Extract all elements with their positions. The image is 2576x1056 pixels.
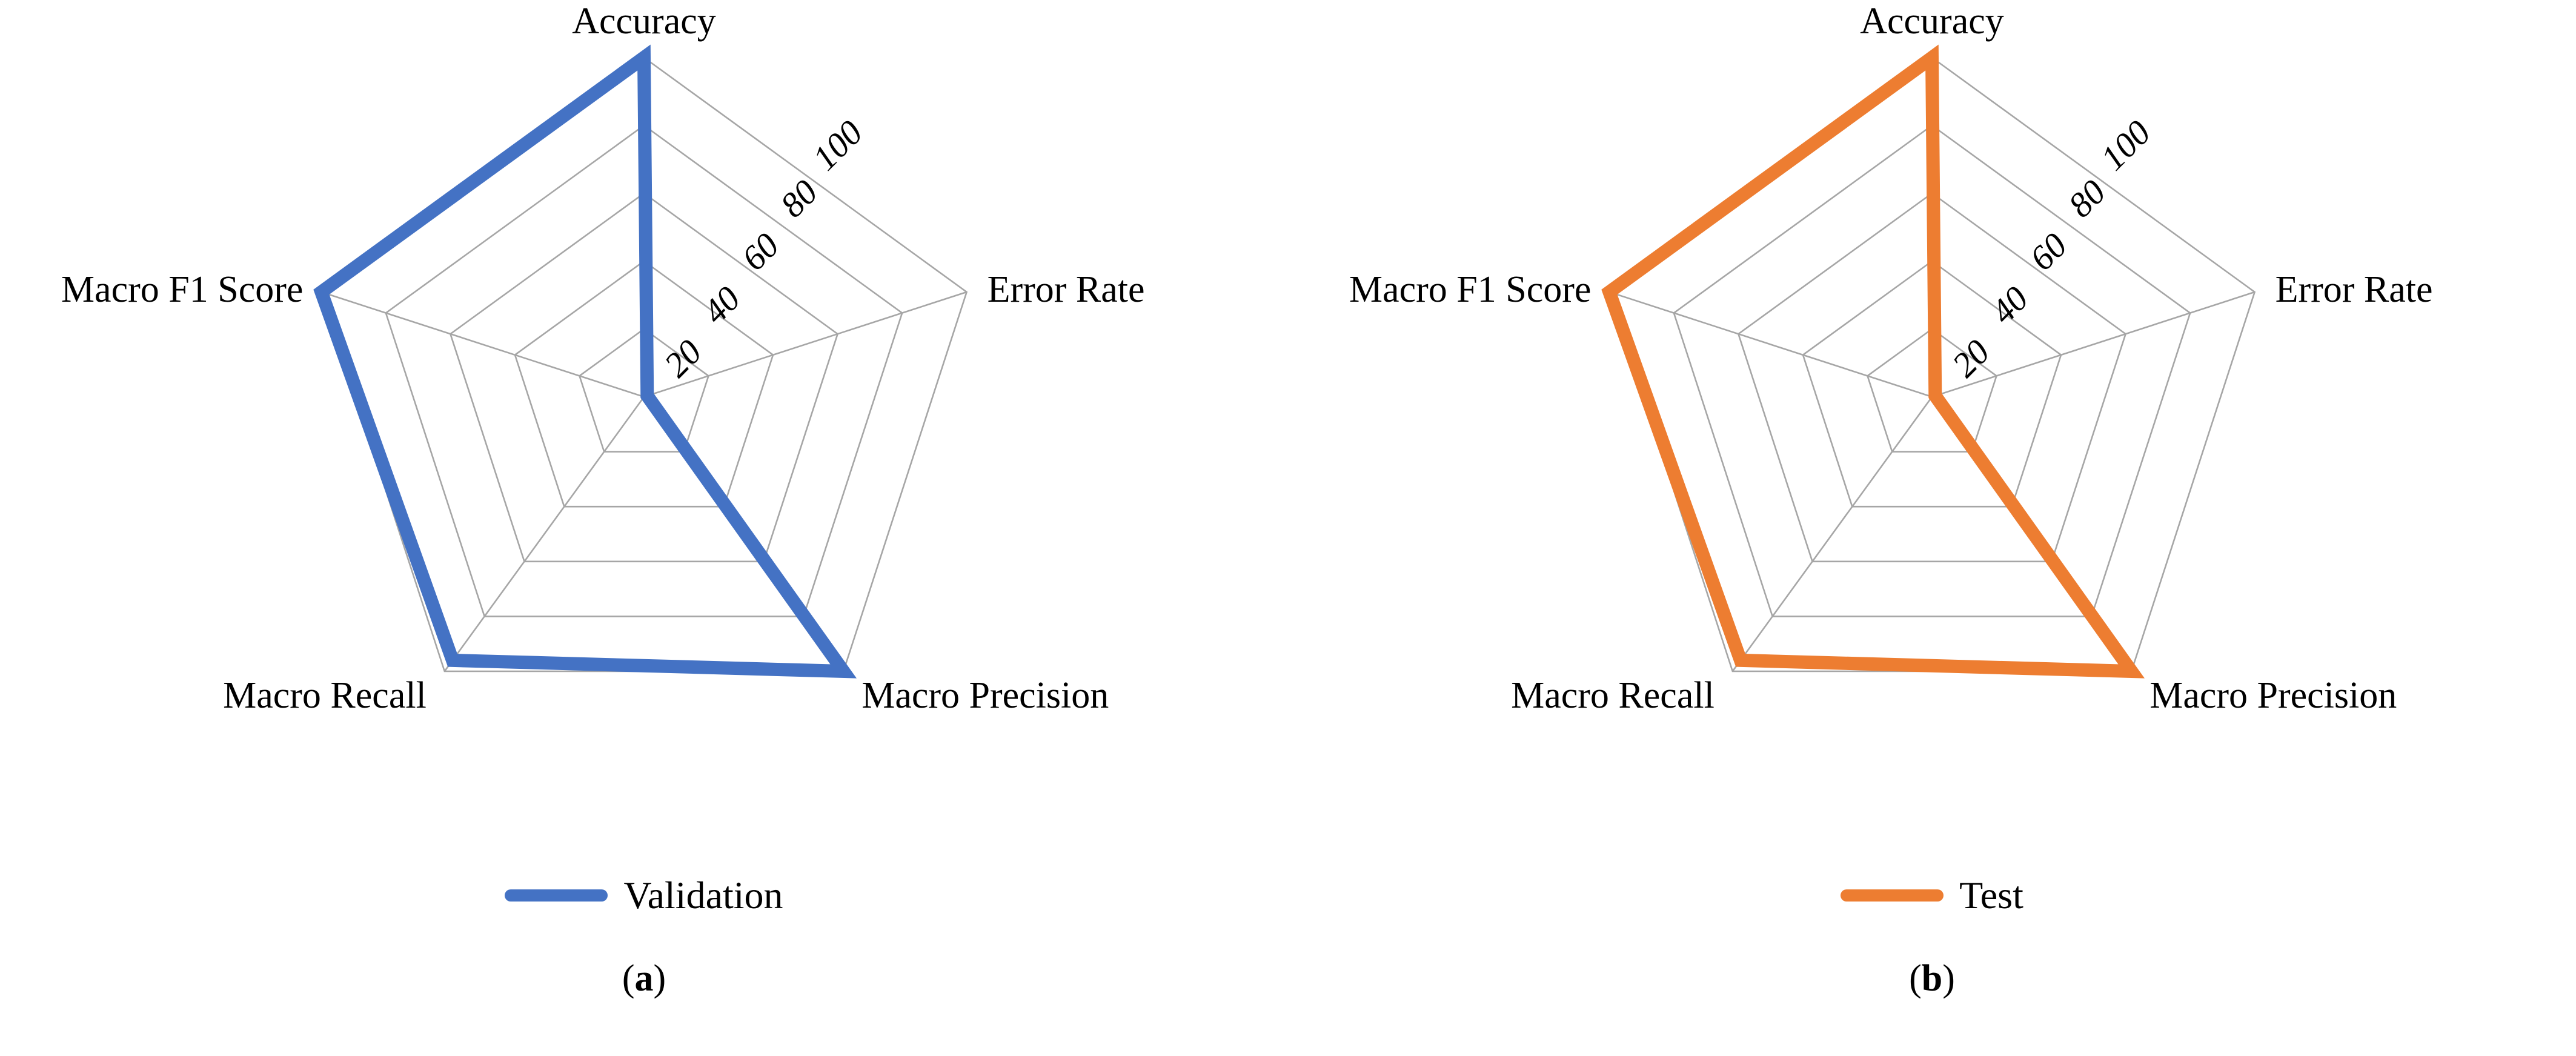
legend-label-test: Test [1959,874,2023,917]
grid-spoke-4 [320,291,645,398]
tick-label-40: 40 [695,279,748,331]
grid-ring-40 [514,260,774,508]
legend-label-validation: Validation [623,874,783,917]
panel-caption-a: (a) [0,957,1288,1000]
tick-label-60: 60 [734,225,786,278]
tick-label-100: 100 [805,113,870,178]
axis-label-accuracy: Accuracy [1860,1,2004,42]
panel-caption-b: (b) [1288,957,2576,1000]
caption-paren-close-a: ) [653,958,666,999]
grid-spoke-1 [1931,291,2256,398]
legend-b: Test [1288,859,2576,932]
tick-label-80: 80 [772,172,825,225]
grid-ring-80 [1673,124,2191,617]
caption-paren-open-b: ( [1909,958,1922,999]
series-polyline-a [313,44,857,679]
tick-label-20: 20 [1945,332,1997,385]
tick-label-20: 20 [657,332,709,385]
axis-label-macro-recall: Macro Recall [223,675,427,716]
grid-ring-20 [578,328,710,453]
grid-ring-80 [385,124,903,617]
grid-spoke-4 [1608,291,1933,398]
legend-swatch-test [1841,889,1944,902]
grid-spoke-3 [443,396,645,672]
grid-ring-40 [1802,260,2062,508]
grid-ring-60 [1737,192,2127,563]
axis-label-macro-recall: Macro Recall [1511,675,1715,716]
axis-label-error-rate: Error Rate [2276,269,2433,310]
grid-ring-60 [449,192,839,563]
axis-label-macro-f1-score: Macro F1 Score [1349,269,1591,310]
tick-label-40: 40 [1983,279,2036,331]
axis-label-macro-precision: Macro Precision [2149,675,2397,716]
caption-paren-close-b: ) [1942,958,1955,999]
legend-a: Validation [0,859,1288,932]
caption-letter-b: b [1921,958,1943,999]
caption-paren-open-a: ( [622,958,635,999]
axis-label-error-rate: Error Rate [988,269,1145,310]
tick-label-100: 100 [2093,113,2158,178]
series-test [1601,44,2145,679]
caption-letter-a: a [634,958,654,999]
axis-label-accuracy: Accuracy [572,1,716,42]
grid-ring-20 [1866,328,1998,453]
axis-label-macro-f1-score: Macro F1 Score [61,269,303,310]
grid-spoke-1 [643,291,968,398]
tick-label-80: 80 [2060,172,2113,225]
tick-label-60: 60 [2022,225,2074,278]
legend-swatch-validation [505,889,608,902]
grid-spoke-3 [1731,396,1933,672]
series-polyline-b [1601,44,2145,679]
axis-label-macro-precision: Macro Precision [861,675,1109,716]
series-validation [313,44,857,679]
